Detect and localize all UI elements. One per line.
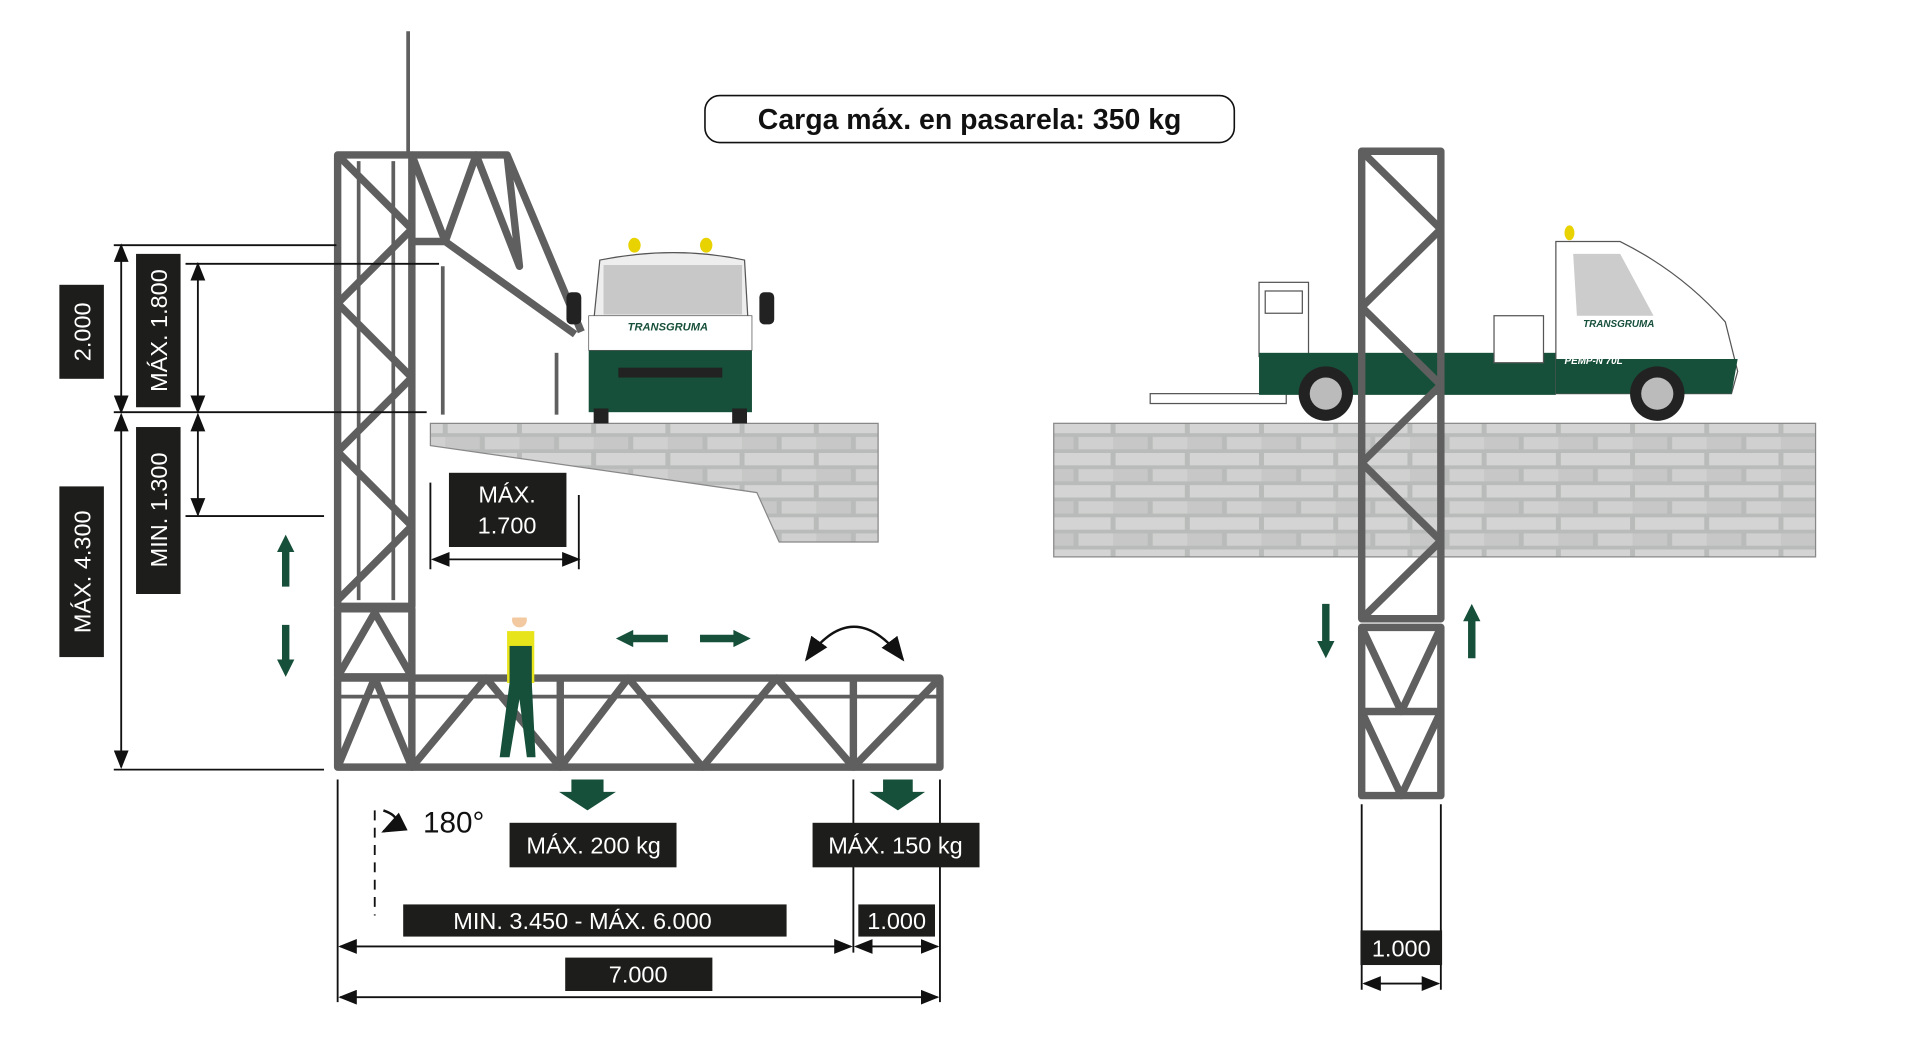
movement-arrows xyxy=(277,534,926,811)
label-max-1800: MÁX. 1.800 xyxy=(136,253,181,408)
svg-text:MÁX. 1.800: MÁX. 1.800 xyxy=(146,269,172,392)
label-2000: 2.000 xyxy=(59,284,104,379)
truck-brand-front: TRANSGRUMA xyxy=(628,322,708,334)
max-load-title: Carga máx. en pasarela: 350 kg xyxy=(704,94,1236,144)
worker-figure xyxy=(499,611,536,758)
vertical-mast-right xyxy=(1357,147,1445,800)
svg-text:MÁX. 150 kg: MÁX. 150 kg xyxy=(828,833,962,859)
svg-text:1.000: 1.000 xyxy=(867,908,926,934)
arrow-down-icon xyxy=(1317,603,1335,659)
label-load-150: MÁX. 150 kg xyxy=(812,822,980,868)
svg-text:1.700: 1.700 xyxy=(478,512,537,538)
arrow-up-icon xyxy=(277,534,295,587)
svg-text:2.000: 2.000 xyxy=(69,302,95,361)
truck-brand-side: TRANSGRUMA xyxy=(1583,319,1654,330)
label-rotation: 180° xyxy=(381,807,484,840)
svg-text:1.000: 1.000 xyxy=(1372,935,1431,961)
truck-model: PEMP-N 70L xyxy=(1565,356,1623,367)
svg-text:MÁX. 200 kg: MÁX. 200 kg xyxy=(526,833,660,859)
label-end-width: 1.000 xyxy=(858,904,936,937)
svg-text:MIN. 1.300: MIN. 1.300 xyxy=(146,452,172,567)
arrow-down-icon xyxy=(277,624,295,677)
load-arrow-icon xyxy=(869,779,926,811)
truck-side-view: TRANSGRUMA PEMP-N 70L xyxy=(1149,225,1739,421)
bridge-ledge xyxy=(429,422,879,543)
arrow-right-icon xyxy=(700,629,751,648)
title-text: Carga máx. en pasarela: 350 kg xyxy=(758,104,1182,136)
label-side-width: 1.000 xyxy=(1360,930,1443,966)
label-min-1300: MIN. 1.300 xyxy=(136,427,181,594)
vertical-mast-left xyxy=(333,31,416,681)
svg-text:MÁX.: MÁX. xyxy=(478,481,535,507)
label-total-length: 7.000 xyxy=(565,957,713,992)
svg-text:MÁX. 4.300: MÁX. 4.300 xyxy=(69,510,95,633)
svg-text:7.000: 7.000 xyxy=(609,961,668,987)
arrow-up-icon xyxy=(1463,603,1481,659)
dimension-lines xyxy=(113,243,1442,1005)
support-arm-truss xyxy=(408,151,585,415)
arrow-left-icon xyxy=(615,629,668,648)
svg-text:MIN. 3.450 - MÁX. 6.000: MIN. 3.450 - MÁX. 6.000 xyxy=(453,908,711,934)
load-arrow-icon xyxy=(559,779,616,811)
walkway-platform xyxy=(333,674,944,771)
label-max-4300: MÁX. 4.300 xyxy=(59,486,104,658)
svg-text:180°: 180° xyxy=(423,807,484,840)
truck-front-view: TRANSGRUMA xyxy=(566,237,775,424)
rotate-arc-icon xyxy=(804,625,905,662)
label-reach: MIN. 3.450 - MÁX. 6.000 xyxy=(403,904,787,937)
label-load-200: MÁX. 200 kg xyxy=(509,822,677,868)
label-max-1700: MÁX. 1.700 xyxy=(448,472,567,547)
